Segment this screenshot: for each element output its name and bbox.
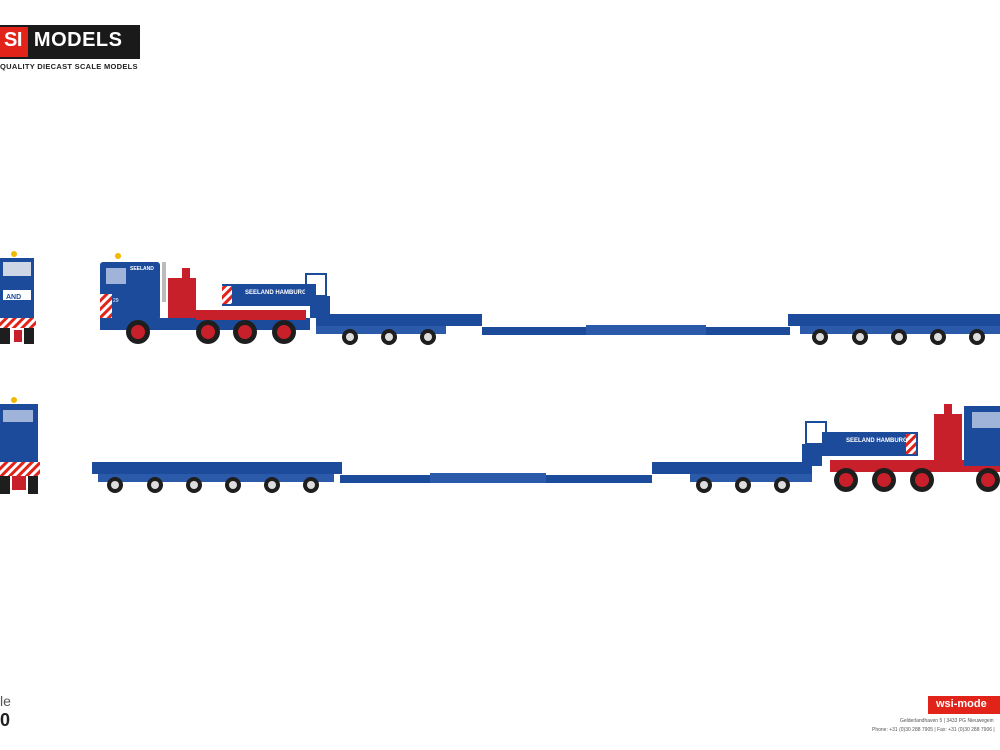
footer-brand-badge: wsi-mode [928,696,1000,714]
scale-value: 0 [0,710,11,730]
gooseneck-text-bottom: SEELAND HAMBURG [846,438,908,444]
cab-side-text: SEELAND [130,266,154,272]
unit-number-text: 29 [113,298,119,304]
trailer-wheels-top [342,329,985,345]
svg-text:AND: AND [6,294,21,301]
rear-view-bottom [0,397,40,494]
footer-contact: Phone: +31 (0)30 288 7905 | Fax: +31 (0)… [872,727,995,733]
wsi-logo: SI MODELS [0,25,140,59]
truck-wheels-bottom [834,468,1000,492]
footer-address: Gelderlandhaven 5 | 3433 PG Nieuwegein [900,718,994,724]
gooseneck-text-top: SEELAND HAMBURG [245,290,307,296]
logo-models-text: MODELS [33,29,123,51]
brand-tagline: QUALITY DIECAST SCALE MODELS [0,62,138,71]
truck-wheels-top [126,320,296,344]
front-view-top: AND [0,251,36,344]
scale-label: le [0,693,11,709]
logo-si-text: SI [0,27,28,57]
side-view-top: SEELAND 29 SEELAND HAMBURG [100,253,1000,345]
trailer-wheels-bottom [107,477,790,493]
side-view-bottom: SEELAND HAMBURG [92,404,1000,493]
